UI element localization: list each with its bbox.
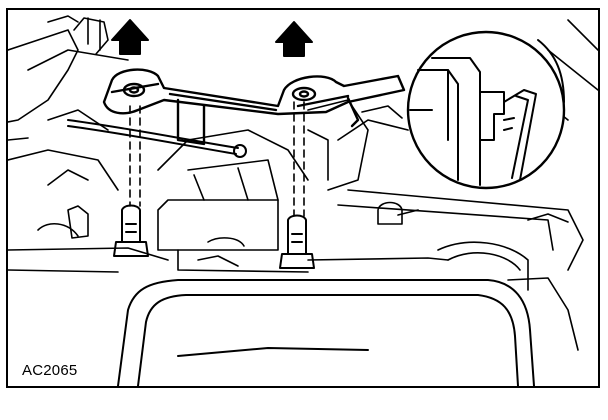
technical-illustration [8,15,598,386]
up-arrow-icon [111,19,149,55]
alignment-guides [129,101,305,217]
center-mounting-stud [279,214,315,269]
mounting-bracket [102,68,406,146]
up-arrow-icon [275,21,313,57]
background-components [8,15,598,351]
left-mounting-stud [113,204,149,257]
lower-cover-panel [117,279,535,386]
cable [67,119,247,158]
diagram-frame: AC2065 [6,8,600,388]
detail-inset [406,30,566,190]
figure-reference-code: AC2065 [20,362,80,379]
